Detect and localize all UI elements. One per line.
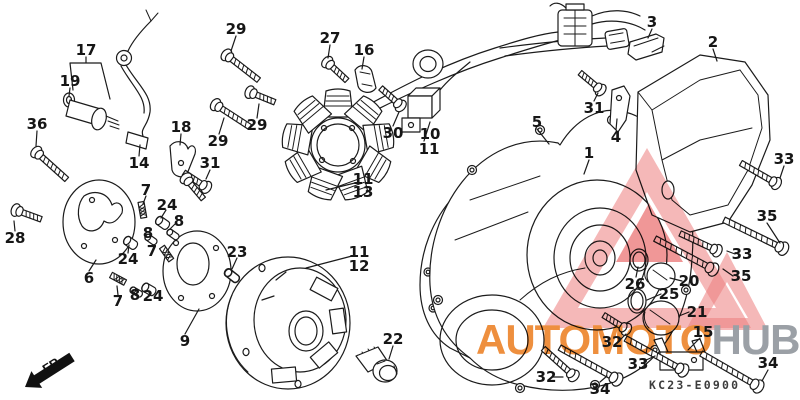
wire-harness-drawing bbox=[354, 2, 646, 133]
callout-label: 29 bbox=[225, 20, 247, 38]
plate-4-drawing bbox=[609, 85, 631, 133]
clip-18-drawing bbox=[169, 141, 196, 178]
callout-label: 16 bbox=[353, 41, 375, 59]
callout-label: 9 bbox=[179, 332, 191, 350]
callout-label: 4 bbox=[610, 128, 622, 146]
flywheel-rotor-drawing bbox=[225, 256, 351, 390]
callout-label: 8 bbox=[142, 224, 154, 242]
callout-label: 20 bbox=[678, 272, 700, 290]
callout-label: 7 bbox=[112, 292, 124, 310]
callout-label: 7 bbox=[146, 242, 158, 260]
clutch-plate-drawing bbox=[62, 179, 136, 265]
bolts-drawing bbox=[8, 46, 792, 396]
callout-label: 8 bbox=[173, 212, 185, 230]
callout-label: 34 bbox=[757, 354, 779, 372]
callout-label: 36 bbox=[26, 115, 48, 133]
callout-label: 24 bbox=[156, 196, 178, 214]
callout-label: 27 bbox=[319, 29, 341, 47]
callout-label: 26 bbox=[624, 275, 646, 293]
callout-label: 29 bbox=[207, 132, 229, 150]
outer-cover-drawing bbox=[635, 54, 771, 233]
fr-direction-arrow: FR. bbox=[25, 353, 75, 388]
callout-label: 32 bbox=[535, 368, 557, 386]
callout-label: 35 bbox=[756, 207, 778, 225]
callout-label: 7 bbox=[140, 181, 152, 199]
callout-label: 14 bbox=[128, 154, 150, 172]
callout-label: 10 bbox=[419, 125, 441, 143]
callout-label: 1 bbox=[583, 144, 595, 162]
callout-label: 5 bbox=[531, 113, 543, 131]
callout-label: 24 bbox=[117, 250, 139, 268]
callout-label: 29 bbox=[246, 116, 268, 134]
callout-label: 11 bbox=[352, 170, 374, 188]
callout-label: 25 bbox=[658, 285, 680, 303]
stator-drawing bbox=[281, 88, 395, 201]
callout-label: 22 bbox=[382, 330, 404, 348]
callout-label: 11 bbox=[418, 140, 440, 158]
callout-label: 33 bbox=[627, 355, 649, 373]
callout-label: 32 bbox=[601, 333, 623, 351]
callout-label: 18 bbox=[170, 118, 192, 136]
leader-lines bbox=[13, 28, 785, 383]
callout-label: 33 bbox=[731, 245, 753, 263]
callout-label: 31 bbox=[583, 99, 605, 117]
side-plate-drawing bbox=[162, 230, 232, 312]
callout-label: 35 bbox=[730, 267, 752, 285]
callout-label: 11 bbox=[348, 243, 370, 261]
callout-label: 15 bbox=[692, 323, 714, 341]
terminal-boot-drawing bbox=[627, 33, 665, 61]
pulse-sensor-drawing bbox=[62, 9, 159, 150]
diagram-code: KC23-E0900 bbox=[649, 378, 741, 392]
callout-label: 21 bbox=[686, 303, 708, 321]
callout-label: 19 bbox=[59, 72, 81, 90]
callout-label: 28 bbox=[4, 229, 26, 247]
callout-label: 30 bbox=[382, 124, 404, 142]
flange-bolt-22-drawing bbox=[355, 346, 398, 383]
callout-label: 2 bbox=[707, 33, 719, 51]
callout-label: 23 bbox=[226, 243, 248, 261]
callout-label: 33 bbox=[773, 150, 795, 168]
callout-label: 31 bbox=[199, 154, 221, 172]
callout-label: 12 bbox=[348, 257, 370, 275]
callout-label: 8 bbox=[129, 286, 141, 304]
callout-label: 13 bbox=[352, 183, 374, 201]
callout-label: 24 bbox=[142, 287, 164, 305]
callout-label: 3 bbox=[646, 13, 658, 31]
callout-label: 34 bbox=[589, 380, 611, 398]
callout-label: 6 bbox=[83, 269, 95, 287]
callout-label: 17 bbox=[75, 41, 97, 59]
